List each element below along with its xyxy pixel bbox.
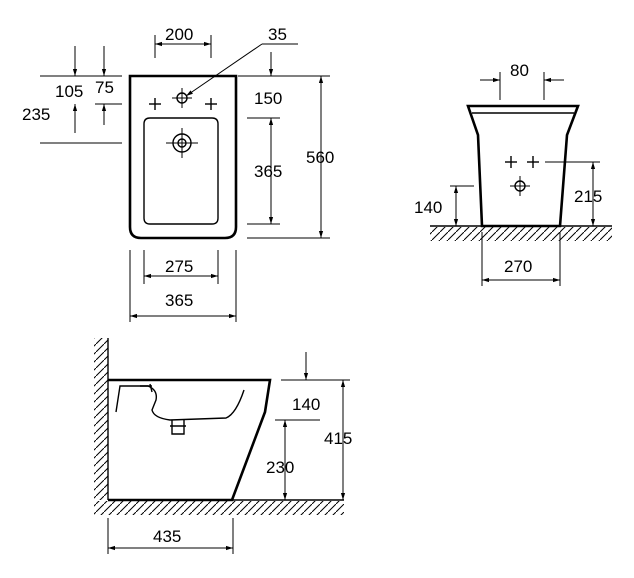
dim-35: 35 <box>268 25 287 44</box>
dim-140-front: 140 <box>414 198 442 217</box>
top-view: 200 35 105 75 235 150 365 560 <box>22 25 334 322</box>
dim-140-side: 140 <box>292 395 320 414</box>
dim-215: 215 <box>574 187 602 206</box>
side-view: 140 230 415 435 <box>94 338 352 554</box>
dim-415: 415 <box>324 429 352 448</box>
dim-365-vertical: 365 <box>254 162 282 181</box>
fixing-hole-left <box>149 98 161 110</box>
dim-365-horizontal: 365 <box>165 291 193 310</box>
dim-105: 105 <box>55 82 83 101</box>
dim-270: 270 <box>504 257 532 276</box>
dim-75: 75 <box>95 78 114 97</box>
bidet-front-outline <box>466 104 580 228</box>
dim-150: 150 <box>254 89 282 108</box>
dim-275: 275 <box>165 257 193 276</box>
front-fixing-holes <box>505 156 539 168</box>
drain-pipe <box>170 420 186 435</box>
dim-200: 200 <box>165 25 193 44</box>
floor-hatch-front <box>430 227 612 241</box>
bowl-inner-outline <box>143 117 219 225</box>
fixing-hole-right <box>205 98 217 110</box>
bowl-profile <box>115 385 245 421</box>
dim-230: 230 <box>266 458 294 477</box>
floor-hatch-side <box>94 501 344 515</box>
bidet-top-outline <box>128 74 238 240</box>
dim-235: 235 <box>22 105 50 124</box>
front-view: 80 140 215 270 <box>414 61 612 286</box>
bidet-side-outline <box>108 378 272 502</box>
dim-435: 435 <box>153 527 181 546</box>
dim-560: 560 <box>306 148 334 167</box>
wall-hatch <box>94 338 108 500</box>
dim-80: 80 <box>510 61 529 80</box>
